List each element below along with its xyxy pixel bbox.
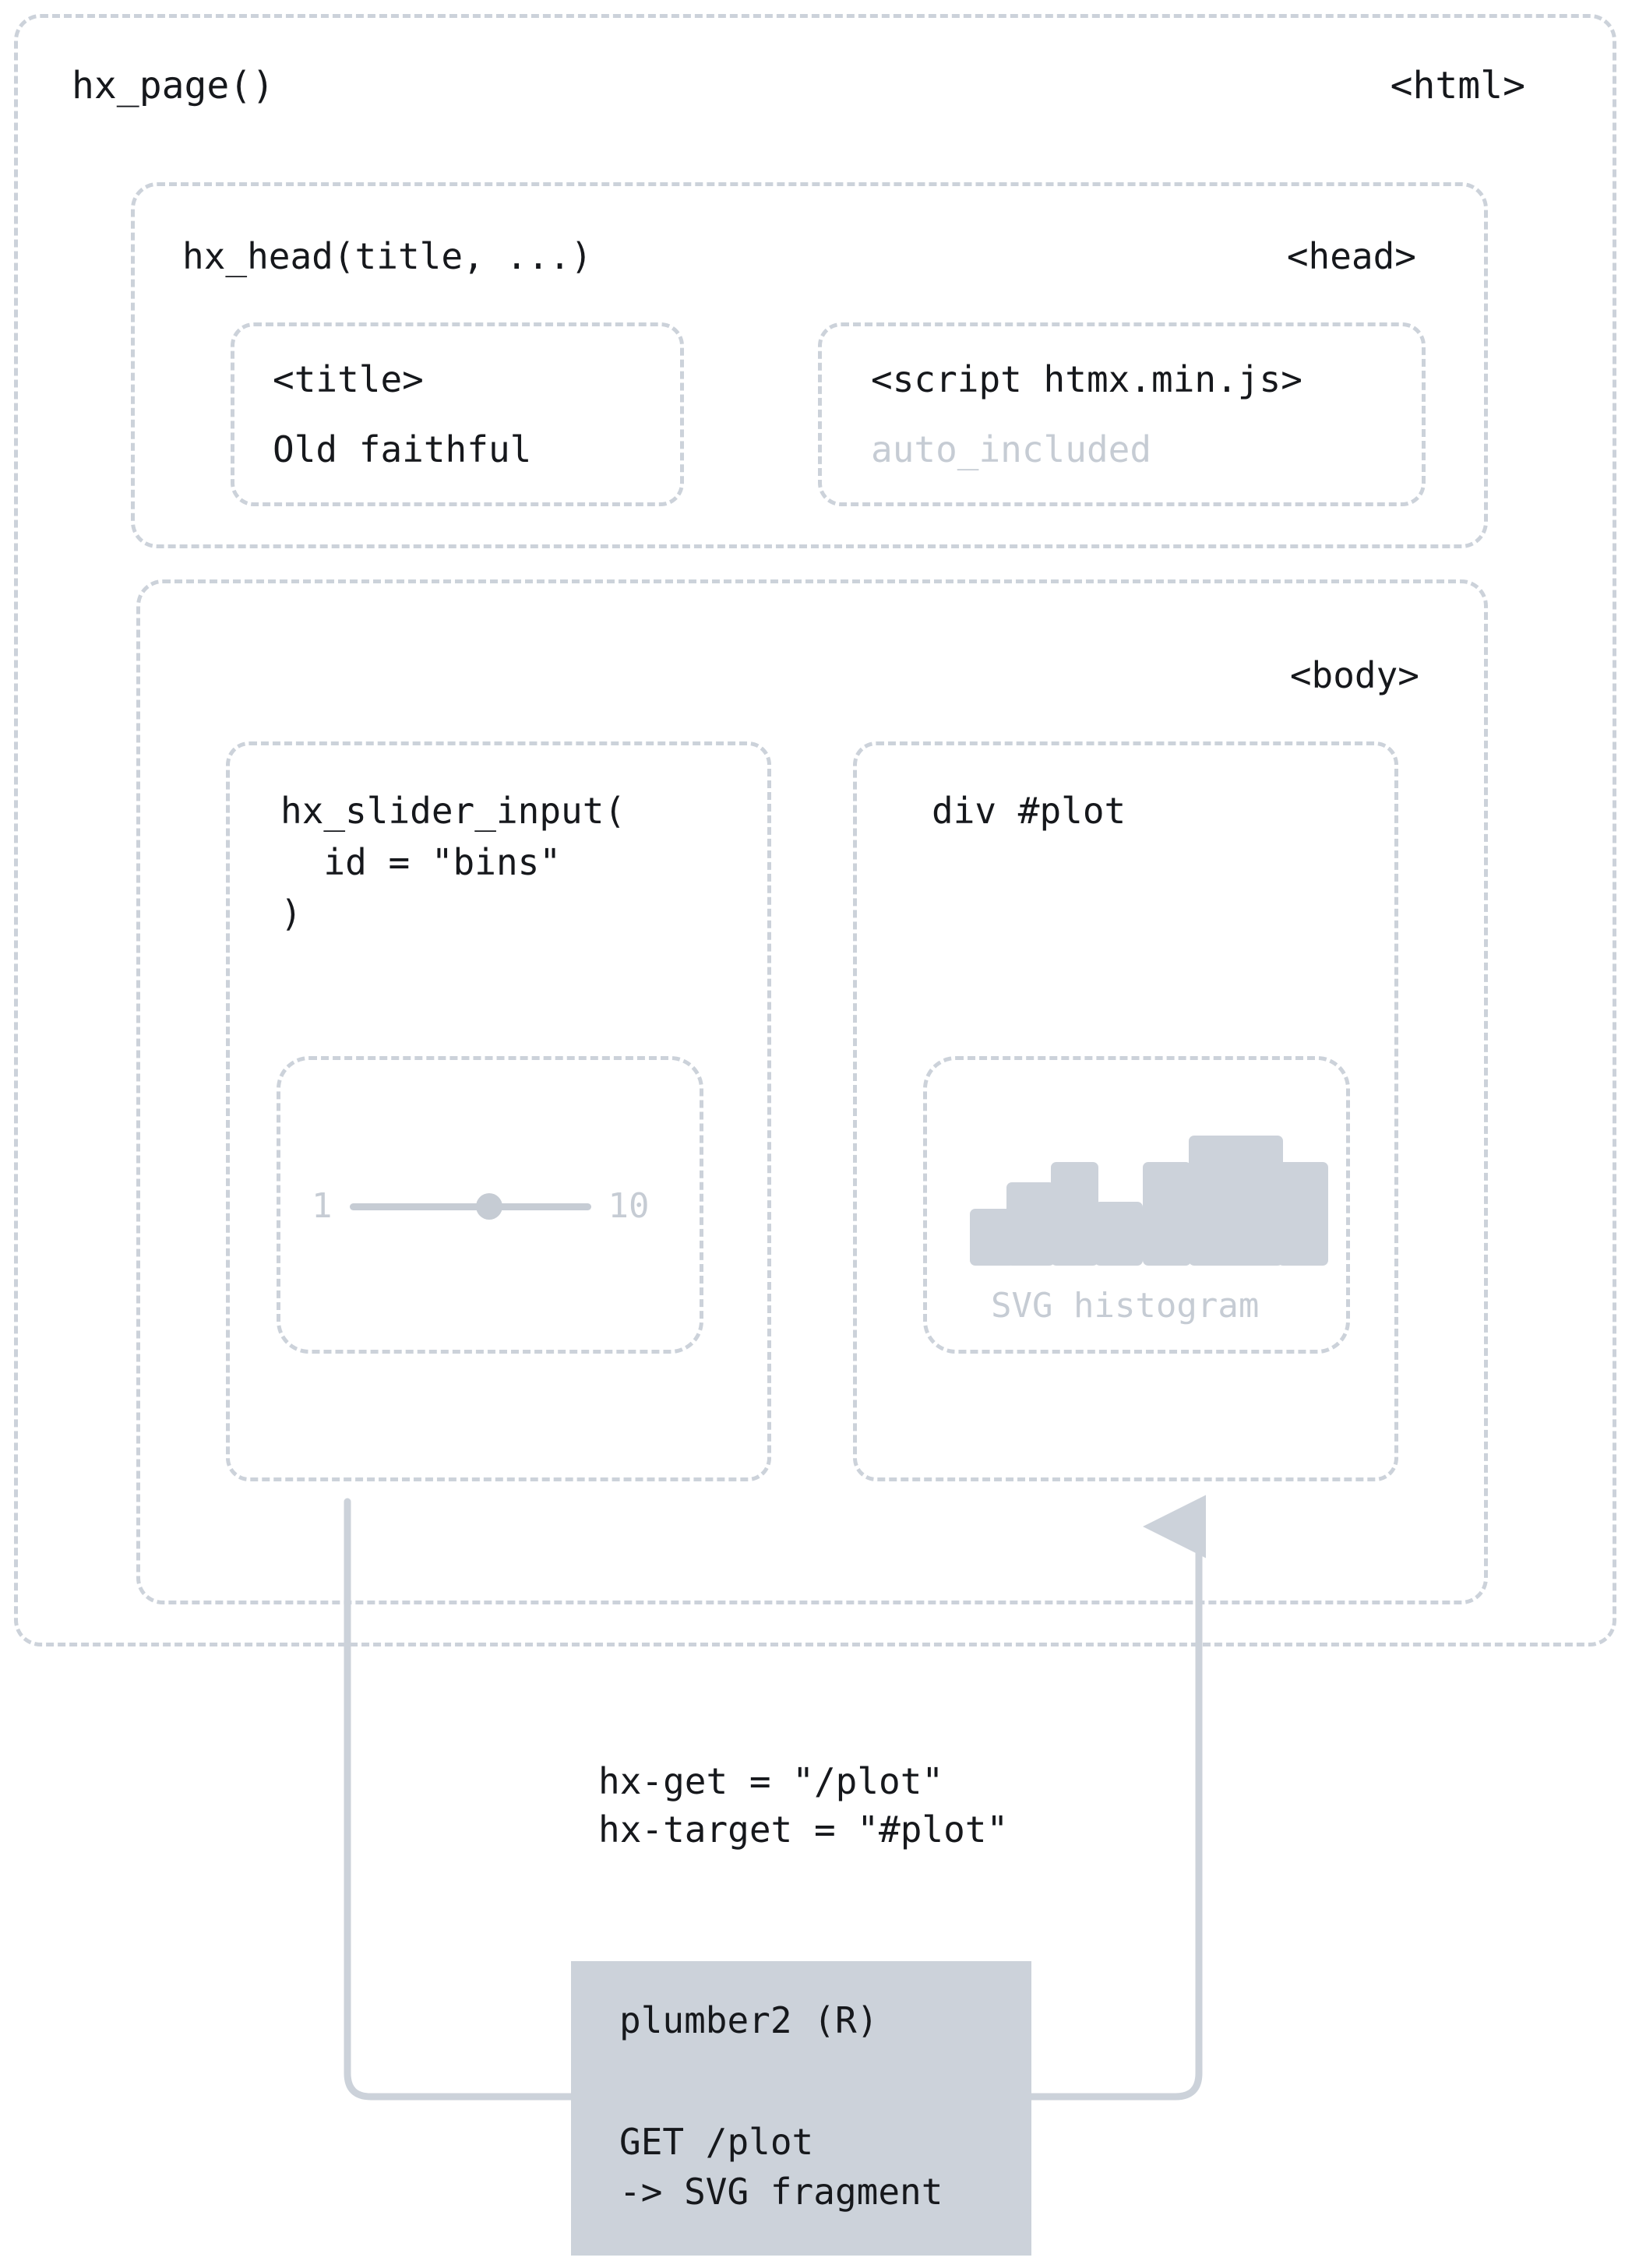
hx-slider-input-line1: hx_slider_input( xyxy=(280,790,626,832)
histogram-chart xyxy=(966,1122,1332,1266)
svg-histogram-caption: SVG histogram xyxy=(991,1286,1260,1326)
slider-thumb[interactable] xyxy=(476,1193,503,1220)
slider-track[interactable] xyxy=(349,1193,591,1220)
plumber-route: GET /plot xyxy=(619,2121,814,2163)
slider-panel-container xyxy=(226,741,771,1481)
script-container xyxy=(818,322,1426,506)
hx-head-label: hx_head(title, ...) xyxy=(182,235,593,277)
script-tag-label: <script htmx.min.js> xyxy=(871,358,1302,400)
html-container xyxy=(14,14,1616,1646)
hx-get-annotation: hx-get = "/plot" xyxy=(598,1760,944,1802)
title-tag-label: <title> xyxy=(273,358,424,400)
title-value: Old faithful xyxy=(273,428,532,470)
slider-min-label: 1 xyxy=(312,1186,333,1226)
plumber-response: -> SVG fragment xyxy=(619,2171,943,2213)
head-tag-label: <head> xyxy=(1286,235,1416,277)
slider-widget-container xyxy=(277,1056,703,1354)
plot-panel-container xyxy=(853,741,1398,1481)
svg-histogram-container xyxy=(923,1056,1350,1354)
title-container xyxy=(231,322,684,506)
plumber-backend-box: plumber2 (R) GET /plot -> SVG fragment xyxy=(571,1961,1031,2256)
histogram-bars xyxy=(970,1136,1328,1266)
script-auto-included-note: auto_included xyxy=(871,428,1152,470)
body-tag-label: <body> xyxy=(1289,654,1419,696)
body-container xyxy=(136,579,1488,1604)
hx-slider-input-line2: id = "bins" xyxy=(280,841,562,883)
slider-input[interactable]: 1 10 xyxy=(312,1189,649,1224)
head-container xyxy=(131,182,1488,548)
hx-target-annotation: hx-target = "#plot" xyxy=(598,1808,1009,1851)
html-tag-label: <html> xyxy=(1390,64,1525,107)
div-plot-label: div #plot xyxy=(932,790,1126,832)
plumber-title: plumber2 (R) xyxy=(619,1999,879,2041)
hx-slider-input-line3: ) xyxy=(280,893,302,935)
slider-max-label: 10 xyxy=(608,1186,650,1226)
hx-page-label: hx_page() xyxy=(72,64,275,107)
